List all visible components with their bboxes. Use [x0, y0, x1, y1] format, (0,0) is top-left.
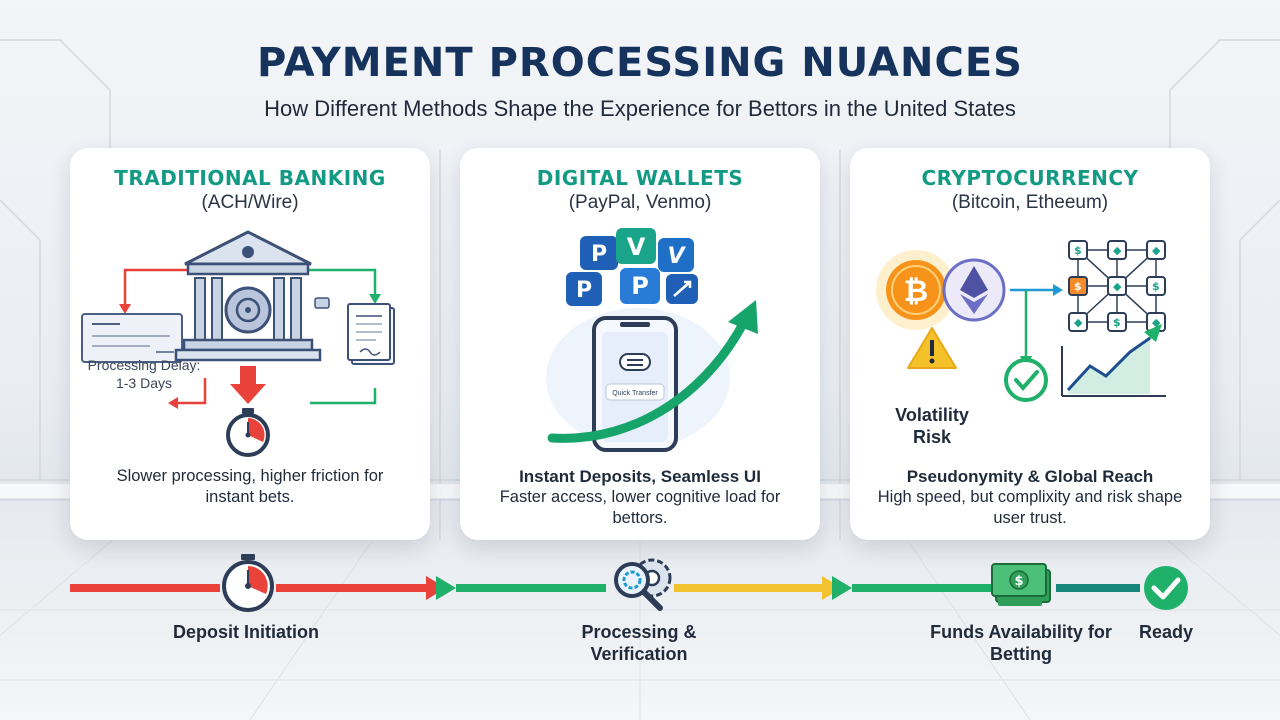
card-subtitle: (PayPal, Venmo): [568, 192, 712, 213]
svg-text:$: $: [1014, 574, 1023, 589]
stopwatch-icon: [226, 408, 270, 457]
page-title: PAYMENT PROCESSING NUANCES: [257, 40, 1023, 86]
stopwatch-icon: [222, 554, 274, 612]
check-icon: [1144, 566, 1188, 610]
card-footer-text: Faster access, lower cognitive load for …: [499, 488, 781, 527]
card-title: CRYPTOCURRENCY: [921, 166, 1139, 190]
card-footer-text: Slower processing, higher friction for i…: [116, 467, 384, 506]
bank-icon: [174, 230, 330, 362]
venmo-icon: V: [658, 238, 694, 272]
svg-text:$: $: [1113, 316, 1121, 329]
check-document-icon: [81, 313, 183, 363]
transfer-icon: [666, 274, 698, 304]
growth-arrow-icon: [547, 300, 758, 443]
svg-text:◆: ◆: [1113, 280, 1122, 293]
process-flow: $: [70, 554, 1188, 612]
phone-label: Quick Transfer: [612, 390, 658, 397]
ethereum-icon: [942, 258, 1006, 322]
down-arrow-icon: [230, 366, 266, 404]
svg-text:P: P: [631, 272, 649, 300]
card-subtitle: (Bitcoin, Etheeum): [951, 192, 1109, 213]
svg-text:$: $: [1074, 244, 1082, 257]
card-cryptocurrency: CRYPTOCURRENCY (Bitcoin, Etheeum) ₿: [850, 148, 1210, 540]
card-footer: Pseudonymity & Global Reach High speed, …: [870, 466, 1190, 529]
venmo-icon: V: [616, 228, 656, 264]
card-footer-heading: Instant Deposits, Seamless UI: [519, 467, 761, 486]
bitcoin-icon: ₿: [876, 250, 956, 330]
header: PAYMENT PROCESSING NUANCES How Different…: [0, 40, 1280, 122]
svg-text:$: $: [1074, 280, 1082, 293]
volatility-risk-label: Volatility Risk: [895, 405, 969, 447]
check-icon: [1004, 358, 1048, 402]
svg-text:$: $: [1152, 280, 1160, 293]
svg-text:◆: ◆: [1074, 316, 1083, 329]
card-footer-text: High speed, but complixity and risk shap…: [877, 488, 1183, 527]
processing-delay-label: Processing Delay: 1-3 Days: [87, 357, 201, 391]
svg-text:◆: ◆: [1152, 316, 1161, 329]
card-title: DIGITAL WALLETS: [536, 166, 744, 190]
svg-text:₿: ₿: [904, 274, 928, 309]
card-footer: Slower processing, higher friction for i…: [90, 466, 410, 508]
step-ready: Ready: [1138, 622, 1194, 642]
banking-illustration: [81, 230, 395, 457]
wallets-illustration: P V V P P: [546, 228, 758, 452]
card-footer: Instant Deposits, Seamless UI Faster acc…: [480, 466, 800, 529]
svg-text:V: V: [627, 233, 646, 261]
page-subtitle: How Different Methods Shape the Experien…: [264, 96, 1016, 121]
step-processing-verification: Processing & Verification: [581, 622, 697, 664]
card-subtitle: (ACH/Wire): [201, 192, 299, 213]
paypal-icon: P: [566, 272, 602, 306]
card-traditional-banking: TRADITIONAL BANKING (ACH/Wire): [70, 148, 430, 540]
svg-text:P: P: [591, 242, 607, 267]
step-funds-availability: Funds Availability for Betting: [930, 622, 1112, 664]
svg-text:◆: ◆: [1113, 244, 1122, 257]
step-deposit-initiation: Deposit Initiation: [173, 622, 319, 642]
warning-icon: [907, 327, 957, 369]
card-footer-heading: Pseudonymity & Global Reach: [906, 467, 1154, 486]
paypal-icon: P: [580, 236, 618, 270]
contract-icon: [347, 303, 395, 365]
svg-text:◆: ◆: [1152, 244, 1161, 257]
gear-search-icon: [614, 558, 672, 611]
card-title: TRADITIONAL BANKING: [114, 166, 386, 190]
growth-chart-icon: [1061, 324, 1166, 397]
svg-text:V: V: [667, 244, 686, 269]
crypto-illustration: ₿ $ ◆ ◆ $ ◆ $: [876, 240, 1166, 402]
money-icon: $: [991, 563, 1051, 606]
svg-text:P: P: [576, 278, 592, 303]
paypal-icon: P: [620, 268, 660, 304]
blockchain-icon: $ ◆ ◆ $ ◆ $ ◆ $ ◆: [1068, 240, 1166, 332]
card-digital-wallets: DIGITAL WALLETS (PayPal, Venmo) P V V P …: [460, 148, 820, 540]
